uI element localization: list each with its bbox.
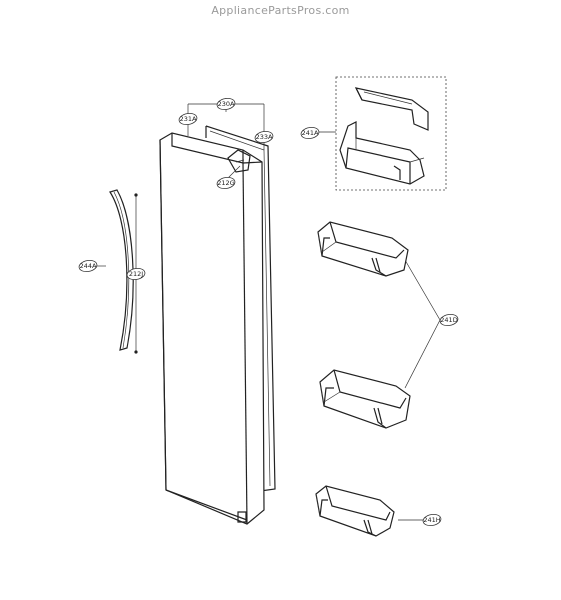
label-241D-text: 241D [440,316,457,324]
label-212J-text: 212J [129,270,143,278]
label-231A-text: 231A [180,115,197,123]
label-212G: 212G [216,176,236,190]
label-233A: 233A [254,130,274,144]
label-241A: 241A [300,126,320,140]
door-bin-241D-lower [319,369,411,429]
label-241H: 241H [422,513,442,527]
door-bin-241H [315,485,395,537]
label-231A: 231A [178,112,198,126]
label-244A-text: 244A [80,262,97,270]
door-bin-241D-upper [317,221,409,277]
refrigerator-door [159,132,265,525]
label-244A: 244A [78,259,98,273]
door-handle [109,189,138,354]
label-212G-text: 212G [217,179,234,187]
label-233A-text: 233A [256,133,273,141]
label-230A: 230A [216,97,236,111]
label-230A-text: 230A [218,100,235,108]
label-241H-text: 241H [423,516,440,524]
label-212J: 212J [126,267,146,281]
label-241D: 241D [439,313,459,327]
watermark: AppliancePartsPros.com [211,4,350,17]
door-bin-241A [339,87,429,185]
label-241A-text: 241A [302,129,319,137]
bin-set-frame [335,76,447,191]
